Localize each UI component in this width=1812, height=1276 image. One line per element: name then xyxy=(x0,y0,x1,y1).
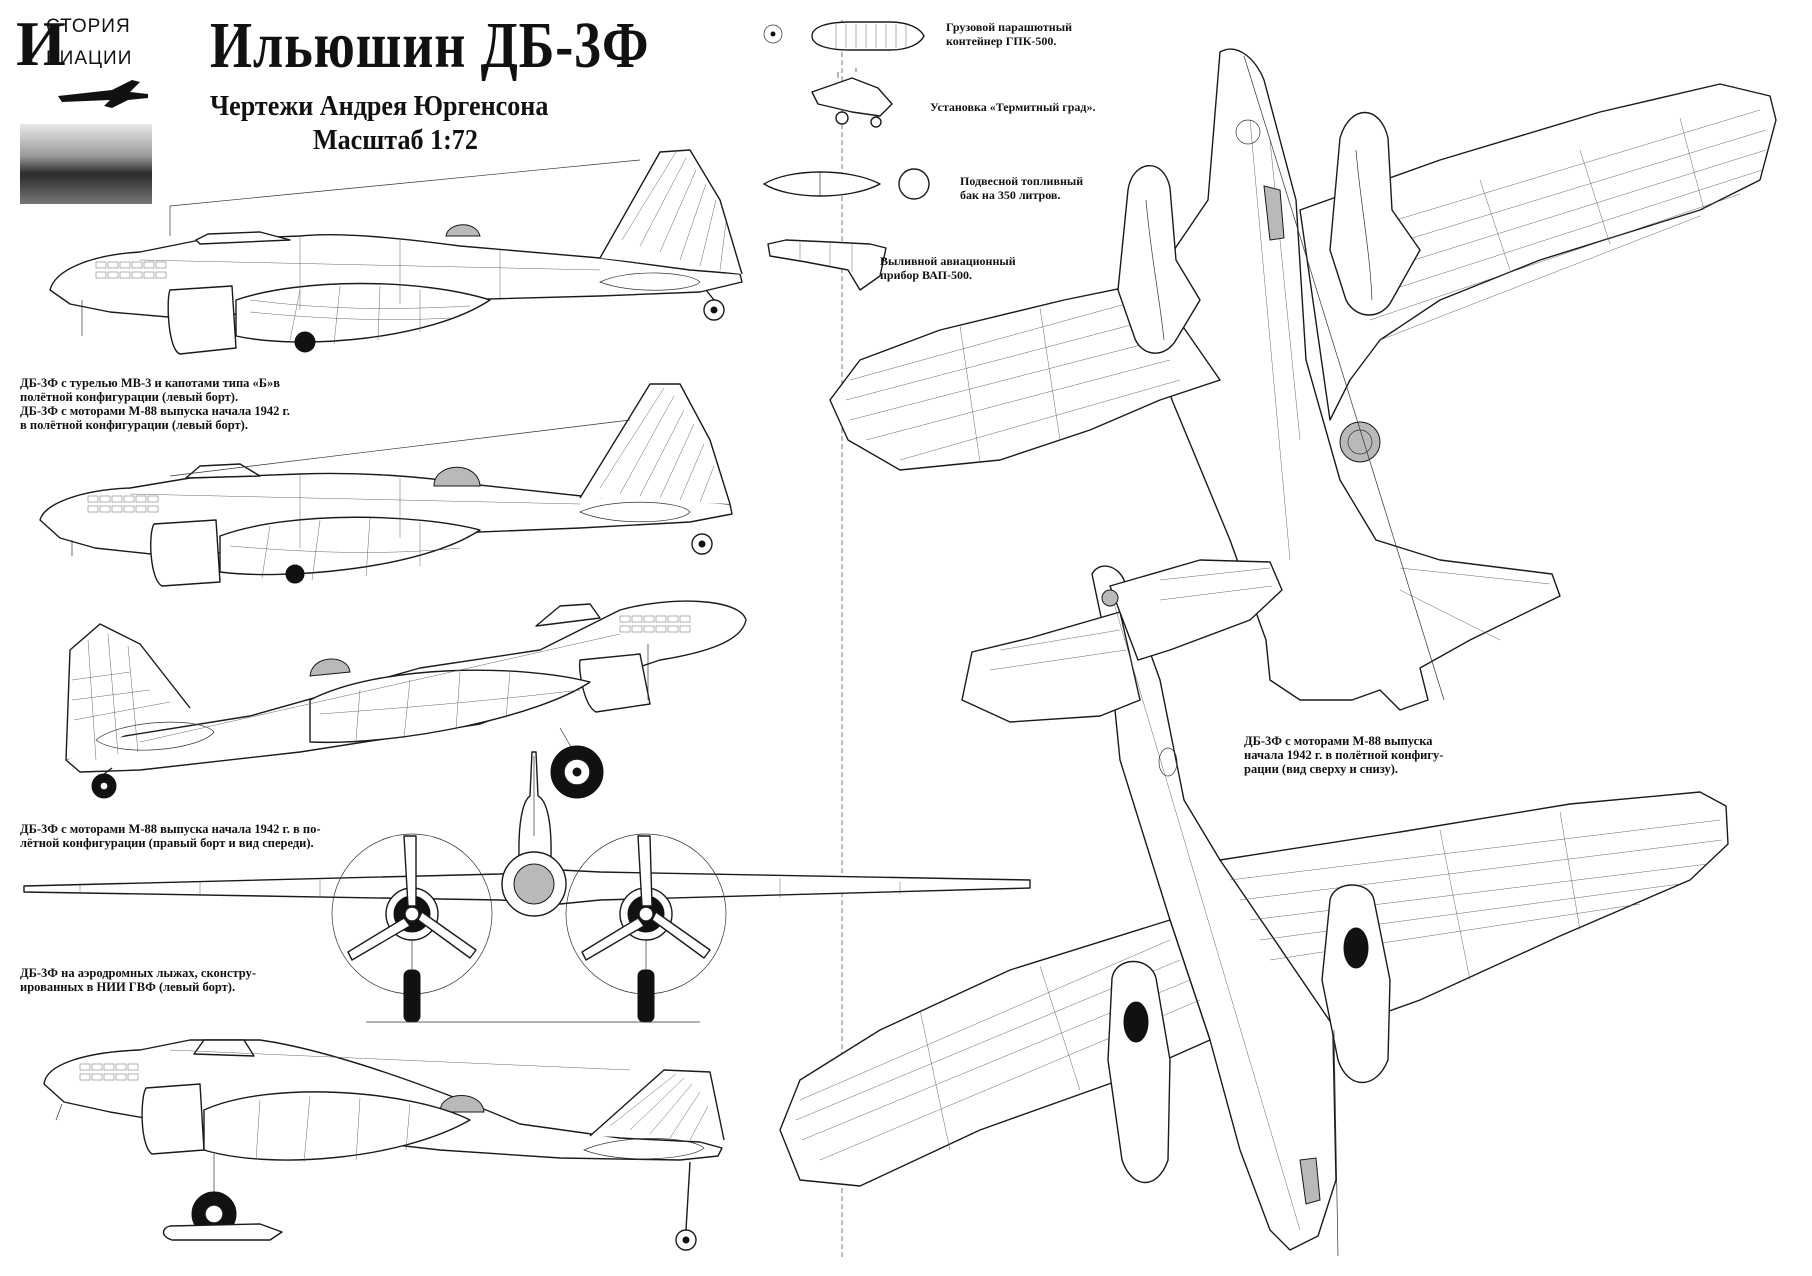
logo-line-1: СТОРИЯ xyxy=(46,16,131,37)
caption-view-4: ДБ-3Ф на аэродромных лыжах, сконстру- ир… xyxy=(20,966,256,994)
caption-view-2: ДБ-3Ф с моторами М-88 выпуска начала 194… xyxy=(20,404,290,432)
scale-label: Масштаб 1:72 xyxy=(313,124,478,156)
label-vap-500: Выливной авиационный прибор ВАП-500. xyxy=(880,254,1016,282)
front-view xyxy=(23,751,1031,1023)
caption-plan-view: ДБ-3Ф с моторами М-88 выпуска начала 194… xyxy=(1244,734,1443,776)
plan-view-top xyxy=(829,48,1777,711)
logo-plane-icon xyxy=(58,80,148,108)
caption-plan-line: рации (вид сверху и снизу). xyxy=(1244,762,1399,776)
label-drop-tank: Подвесной топливный бак на 350 литров. xyxy=(960,174,1083,202)
logo-line-2: ВИАЦИИ xyxy=(46,48,133,69)
label-incendiary-unit-line: Установка «Термитный град». xyxy=(930,100,1096,114)
caption-view-4-line: ированных в НИИ ГВФ (левый борт). xyxy=(20,980,236,994)
caption-view-1-line: ДБ-3Ф с турелью МВ-3 и капотами типа «Б»… xyxy=(20,376,281,390)
label-vap-500-line: Выливной авиационный xyxy=(880,254,1016,268)
caption-view-2-line: в полётной конфигурации (левый борт). xyxy=(20,418,248,432)
side-view-4 xyxy=(43,1039,725,1251)
label-drop-tank-line: Подвесной топливный xyxy=(960,174,1084,188)
label-drop-tank-line: бак на 350 литров. xyxy=(960,188,1061,202)
label-cargo-container: Грузовой парашютный контейнер ГПК-500. xyxy=(946,20,1072,48)
page-subtitle: Чертежи Андрея Юргенсона xyxy=(210,90,549,122)
logo-mark: И xyxy=(16,8,66,79)
caption-view-4-line: ДБ-3Ф на аэродромных лыжах, сконстру- xyxy=(20,966,257,980)
plan-view-bottom xyxy=(779,559,1729,1257)
caption-view-3-line: лётной конфигурации (правый борт и вид с… xyxy=(20,836,314,850)
label-incendiary-unit: Установка «Термитный град». xyxy=(930,100,1095,114)
logo-photo xyxy=(20,124,152,204)
label-cargo-container-line: контейнер ГПК-500. xyxy=(946,34,1057,48)
caption-plan-line: ДБ-3Ф с моторами М-88 выпуска xyxy=(1244,734,1433,748)
side-view-1 xyxy=(49,149,743,355)
stores-drawings xyxy=(763,21,930,291)
side-view-3 xyxy=(65,600,747,799)
caption-view-1: ДБ-3Ф с турелью МВ-3 и капотами типа «Б»… xyxy=(20,376,280,404)
caption-plan-line: начала 1942 г. в полётной конфигу- xyxy=(1244,748,1444,762)
label-vap-500-line: прибор ВАП-500. xyxy=(880,268,972,282)
caption-view-1-line: полётной конфигурации (левый борт). xyxy=(20,390,239,404)
caption-view-3: ДБ-3Ф с моторами М-88 выпуска начала 194… xyxy=(20,822,321,850)
caption-view-3-line: ДБ-3Ф с моторами М-88 выпуска начала 194… xyxy=(20,822,321,836)
page-title: Ильюшин ДБ-3Ф xyxy=(210,9,650,82)
label-cargo-container-line: Грузовой парашютный xyxy=(946,20,1072,34)
publisher-logo: И СТОРИЯ ВИАЦИИ xyxy=(12,12,152,204)
side-view-2 xyxy=(39,383,733,587)
caption-view-2-line: ДБ-3Ф с моторами М-88 выпуска начала 194… xyxy=(20,404,290,418)
